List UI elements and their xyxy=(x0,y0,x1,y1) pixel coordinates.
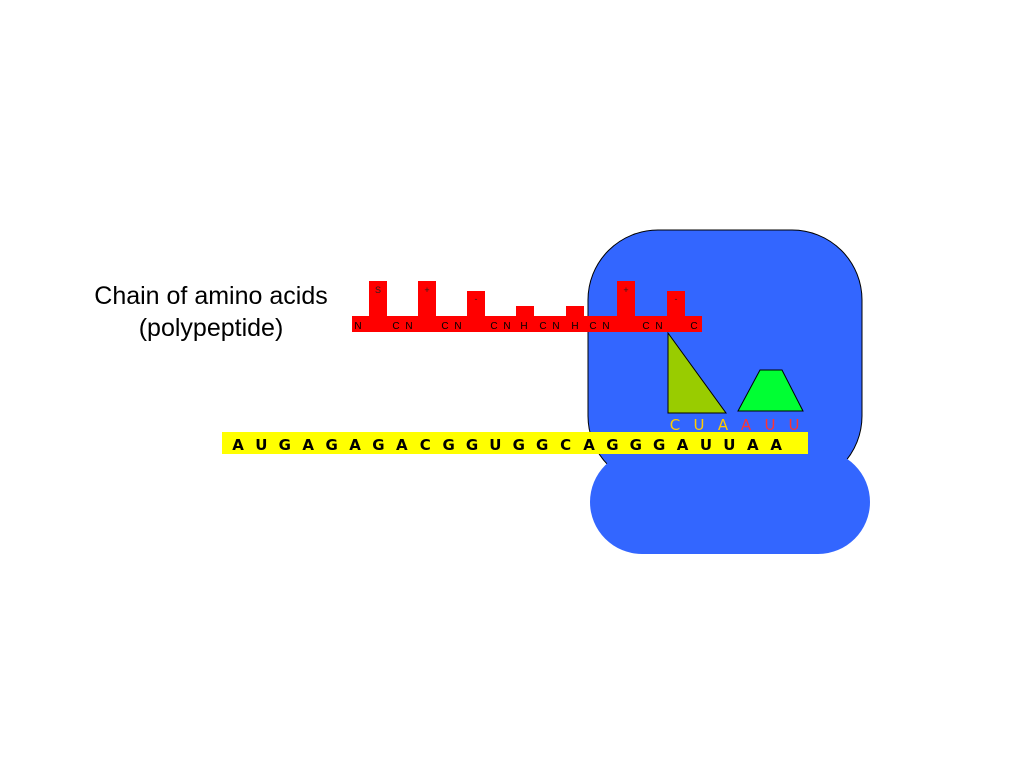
anticodon-base: A xyxy=(741,416,752,434)
mrna-base: G xyxy=(630,436,642,454)
amino-acid-side-chain xyxy=(467,291,485,317)
anticodon-base: U xyxy=(694,416,705,434)
mrna-base: A xyxy=(349,436,361,454)
mrna-base: G xyxy=(325,436,337,454)
backbone-atom: H xyxy=(520,321,527,332)
mrna-base: G xyxy=(466,436,478,454)
mrna-base: A xyxy=(583,436,595,454)
backbone-atom: N xyxy=(503,321,510,332)
backbone-atom: N xyxy=(354,321,361,332)
mrna-base: U xyxy=(700,436,712,454)
anticodon-base: C xyxy=(670,416,680,434)
mrna-base: A xyxy=(747,436,759,454)
backbone-atom: C xyxy=(392,321,399,332)
backbone-atom: C xyxy=(490,321,497,332)
amino-acid-side-chain xyxy=(617,281,635,317)
side-chain-symbol: - xyxy=(475,294,478,304)
polypeptide-label-line1: Chain of amino acids xyxy=(94,282,328,310)
mrna-base: G xyxy=(653,436,665,454)
backbone-atom: C xyxy=(539,321,546,332)
side-chain-symbol: + xyxy=(623,285,628,295)
polypeptide-label-line2: (polypeptide) xyxy=(138,314,284,342)
trna-1-shape xyxy=(667,331,727,414)
backbone-atom: H xyxy=(571,321,578,332)
mrna-base: A xyxy=(677,436,689,454)
ribosome xyxy=(587,229,870,554)
mrna-base: C xyxy=(420,436,431,454)
trna-2-shape xyxy=(737,369,804,412)
ribosome-small-subunit xyxy=(590,450,870,554)
anticodon-base: A xyxy=(718,416,729,434)
backbone-atom: N xyxy=(454,321,461,332)
backbone-atom: N xyxy=(552,321,559,332)
side-chain-symbol: - xyxy=(675,294,678,304)
chain-backbone xyxy=(352,316,702,332)
mrna-base: G xyxy=(536,436,548,454)
mrna-base: C xyxy=(560,436,571,454)
mrna-base: A xyxy=(232,436,244,454)
amino-acid-side-chain xyxy=(516,306,534,317)
mrna-base: A xyxy=(770,436,782,454)
amino-acid-side-chain xyxy=(566,306,584,317)
mrna-base: U xyxy=(723,436,735,454)
backbone-atom: N xyxy=(405,321,412,332)
mrna-base: A xyxy=(396,436,408,454)
amino-acid-side-chain xyxy=(369,281,387,317)
mrna-strand xyxy=(222,432,808,454)
backbone-atom: C xyxy=(441,321,448,332)
backbone-atom: C xyxy=(589,321,596,332)
backbone-atom: C xyxy=(690,321,697,332)
anticodon-base: U xyxy=(789,416,800,434)
mrna-base: G xyxy=(513,436,525,454)
amino-acid-side-chain xyxy=(667,291,685,317)
backbone-atom: C xyxy=(642,321,649,332)
mrna-base: A xyxy=(302,436,314,454)
amino-acid-side-chain xyxy=(418,281,436,317)
backbone-atom: N xyxy=(655,321,662,332)
mrna-base: G xyxy=(279,436,291,454)
anticodon-base: U xyxy=(765,416,776,434)
mrna-base: G xyxy=(442,436,454,454)
mrna-base: G xyxy=(372,436,384,454)
side-chain-symbol: + xyxy=(424,285,429,295)
polypeptide-label: Chain of amino acids (polypeptide) xyxy=(70,280,352,344)
backbone-atom: N xyxy=(602,321,609,332)
mrna-base: U xyxy=(489,436,501,454)
mrna-base: G xyxy=(606,436,618,454)
side-chain-symbol: S xyxy=(375,285,381,295)
mrna-base: U xyxy=(255,436,267,454)
